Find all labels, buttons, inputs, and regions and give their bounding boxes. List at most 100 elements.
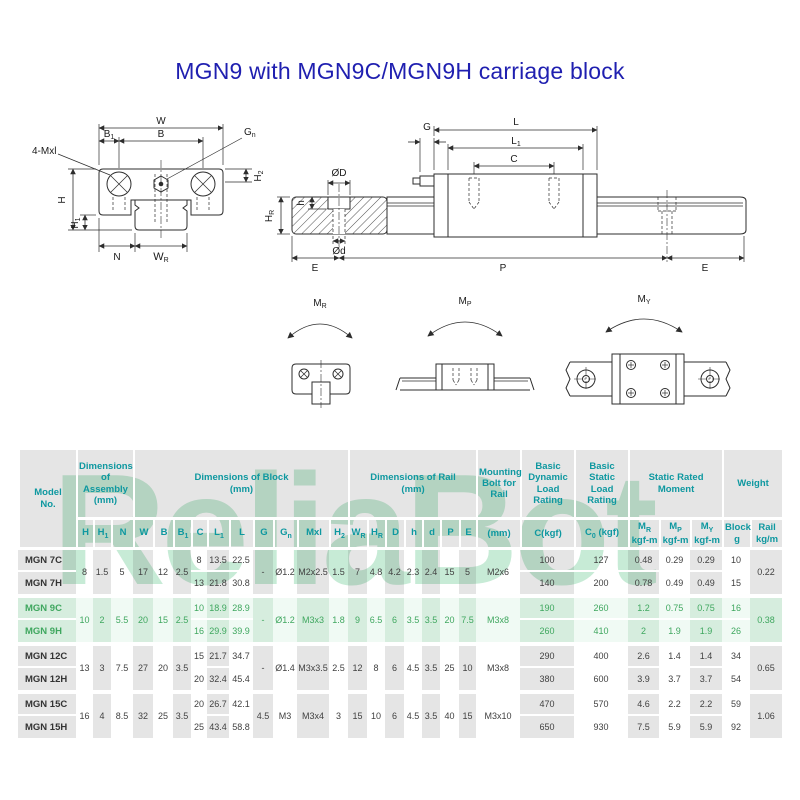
spec-cell: 22.5 bbox=[229, 550, 253, 573]
spec-cell: 25 bbox=[444, 663, 455, 674]
spec-cell: 4.5 bbox=[253, 694, 273, 739]
spec-cell: 6 bbox=[385, 598, 404, 643]
dim-label-n: N bbox=[113, 252, 120, 263]
col-Mxl: Mxl bbox=[297, 520, 329, 551]
col-model: Model No. bbox=[18, 450, 76, 551]
col-cdyn-unit: C(kgf) bbox=[520, 520, 575, 551]
spec-cell: 930 bbox=[593, 722, 609, 733]
spec-cell: 20 bbox=[191, 694, 207, 717]
spec-cell: 20 bbox=[440, 598, 459, 643]
spec-cell: 26 bbox=[722, 620, 751, 643]
spec-cell: 13.5 bbox=[207, 550, 229, 573]
col-bolt-unit: (mm) bbox=[476, 520, 521, 551]
dim-label-h2: H2 bbox=[253, 170, 265, 181]
spec-cell: 39.9 bbox=[229, 620, 253, 643]
moment-my-drawing bbox=[565, 318, 731, 405]
spec-cell: 4.5 bbox=[406, 711, 420, 722]
col-C: C bbox=[191, 520, 207, 551]
spec-cell: 7 bbox=[348, 550, 367, 595]
col-group-assembly: Dimensions of Assembly(mm) bbox=[76, 450, 133, 520]
spec-cell: 8 bbox=[373, 663, 379, 674]
spec-cell: 200 bbox=[593, 578, 609, 589]
dim-label-gn: Gn bbox=[244, 127, 256, 139]
spec-cell: 1.5 bbox=[93, 550, 111, 595]
spec-cell: 25 bbox=[193, 722, 204, 733]
spec-cell: 410 bbox=[574, 620, 629, 643]
spec-cell: 0.48 bbox=[628, 550, 660, 573]
col-H2: H2 bbox=[329, 520, 348, 551]
col-L1: L1 bbox=[207, 520, 229, 551]
col-B: B bbox=[153, 520, 173, 551]
col-H1: H1 bbox=[93, 520, 111, 551]
spec-cell: 20 bbox=[133, 598, 153, 643]
spec-cell: 4.6 bbox=[628, 694, 660, 717]
spec-cell: 10 bbox=[722, 550, 751, 573]
page-title: MGN9 with MGN9C/MGN9H carriage block bbox=[175, 58, 625, 84]
spec-cell: - bbox=[253, 598, 273, 643]
spec-cell: 21.8 bbox=[207, 572, 229, 595]
spec-cell: 650 bbox=[520, 716, 575, 739]
model-cell: MGN 12H bbox=[18, 668, 76, 691]
spec-cell: 127 bbox=[574, 550, 629, 573]
spec-cell: 0.49 bbox=[690, 572, 723, 595]
spec-cell: 13 bbox=[79, 663, 90, 674]
model-cell: MGN 9C bbox=[18, 598, 76, 621]
col-group-block: Dimensions of Block(mm) bbox=[133, 450, 348, 520]
dim-label-g: G bbox=[423, 122, 431, 133]
spec-cell: 1.4 bbox=[690, 646, 723, 669]
col-G: G bbox=[253, 520, 273, 551]
col-B1: B1 bbox=[173, 520, 191, 551]
col-P: P bbox=[440, 520, 459, 551]
row-gap bbox=[18, 690, 783, 695]
spec-cell: 20 bbox=[193, 674, 204, 685]
col-HR: HR bbox=[367, 520, 385, 551]
spec-cell: 3.5 bbox=[173, 646, 191, 691]
spec-cell: 10 bbox=[370, 711, 381, 722]
spec-cell: Ø1.2 bbox=[273, 598, 297, 643]
spec-cell: 10 bbox=[459, 646, 477, 691]
spec-cell: 3 bbox=[93, 646, 111, 691]
moment-mr-label: MR bbox=[313, 298, 326, 310]
spec-cell: 28.9 bbox=[229, 598, 253, 621]
dim-label-od: ØD bbox=[332, 168, 347, 179]
spec-cell: 1.06 bbox=[750, 694, 783, 739]
spec-cell: 17 bbox=[133, 550, 153, 595]
spec-cell: 2.2 bbox=[690, 694, 723, 717]
spec-cell: 45.4 bbox=[232, 674, 250, 685]
spec-table-wrap: Model No. Dimensions of Assembly(mm) Dim… bbox=[18, 450, 783, 739]
spec-cell: 34 bbox=[722, 646, 751, 669]
spec-cell: 380 bbox=[520, 668, 575, 691]
spec-cell: 16 bbox=[722, 598, 751, 621]
spec-cell: 5 bbox=[459, 550, 477, 595]
spec-cell: 58.8 bbox=[232, 722, 250, 733]
spec-cell: M3 bbox=[278, 711, 292, 722]
spec-cell: 5.5 bbox=[111, 598, 133, 643]
spec-cell: 0.49 bbox=[665, 578, 684, 589]
spec-cell: 15 bbox=[731, 578, 742, 589]
spec-cell: 0.75 bbox=[659, 598, 691, 621]
spec-cell: 15 bbox=[444, 567, 455, 578]
spec-cell: 40 bbox=[444, 711, 455, 722]
dim-label-b: B bbox=[158, 129, 165, 140]
spec-cell: 2 bbox=[93, 598, 111, 643]
spec-cell: 3.9 bbox=[628, 668, 660, 691]
dim-label-h-counterbore: h bbox=[296, 200, 307, 206]
spec-cell: 0.38 bbox=[750, 598, 783, 643]
spec-cell: 4.5 bbox=[406, 663, 420, 674]
spec-cell: Ø1.2 bbox=[275, 567, 295, 578]
spec-cell: 15 bbox=[191, 646, 207, 669]
model-cell: MGN 15H bbox=[18, 716, 76, 739]
spec-cell: 600 bbox=[593, 674, 609, 685]
dim-label-hr: HR bbox=[264, 210, 276, 222]
spec-cell: 3.5 bbox=[422, 646, 440, 691]
spec-cell: - bbox=[253, 646, 273, 691]
spec-cell: 1.2 bbox=[628, 598, 660, 621]
spec-cell: 3.5 bbox=[173, 694, 191, 739]
spec-cell: 43.4 bbox=[207, 716, 229, 739]
spec-cell: 3.7 bbox=[690, 668, 723, 691]
